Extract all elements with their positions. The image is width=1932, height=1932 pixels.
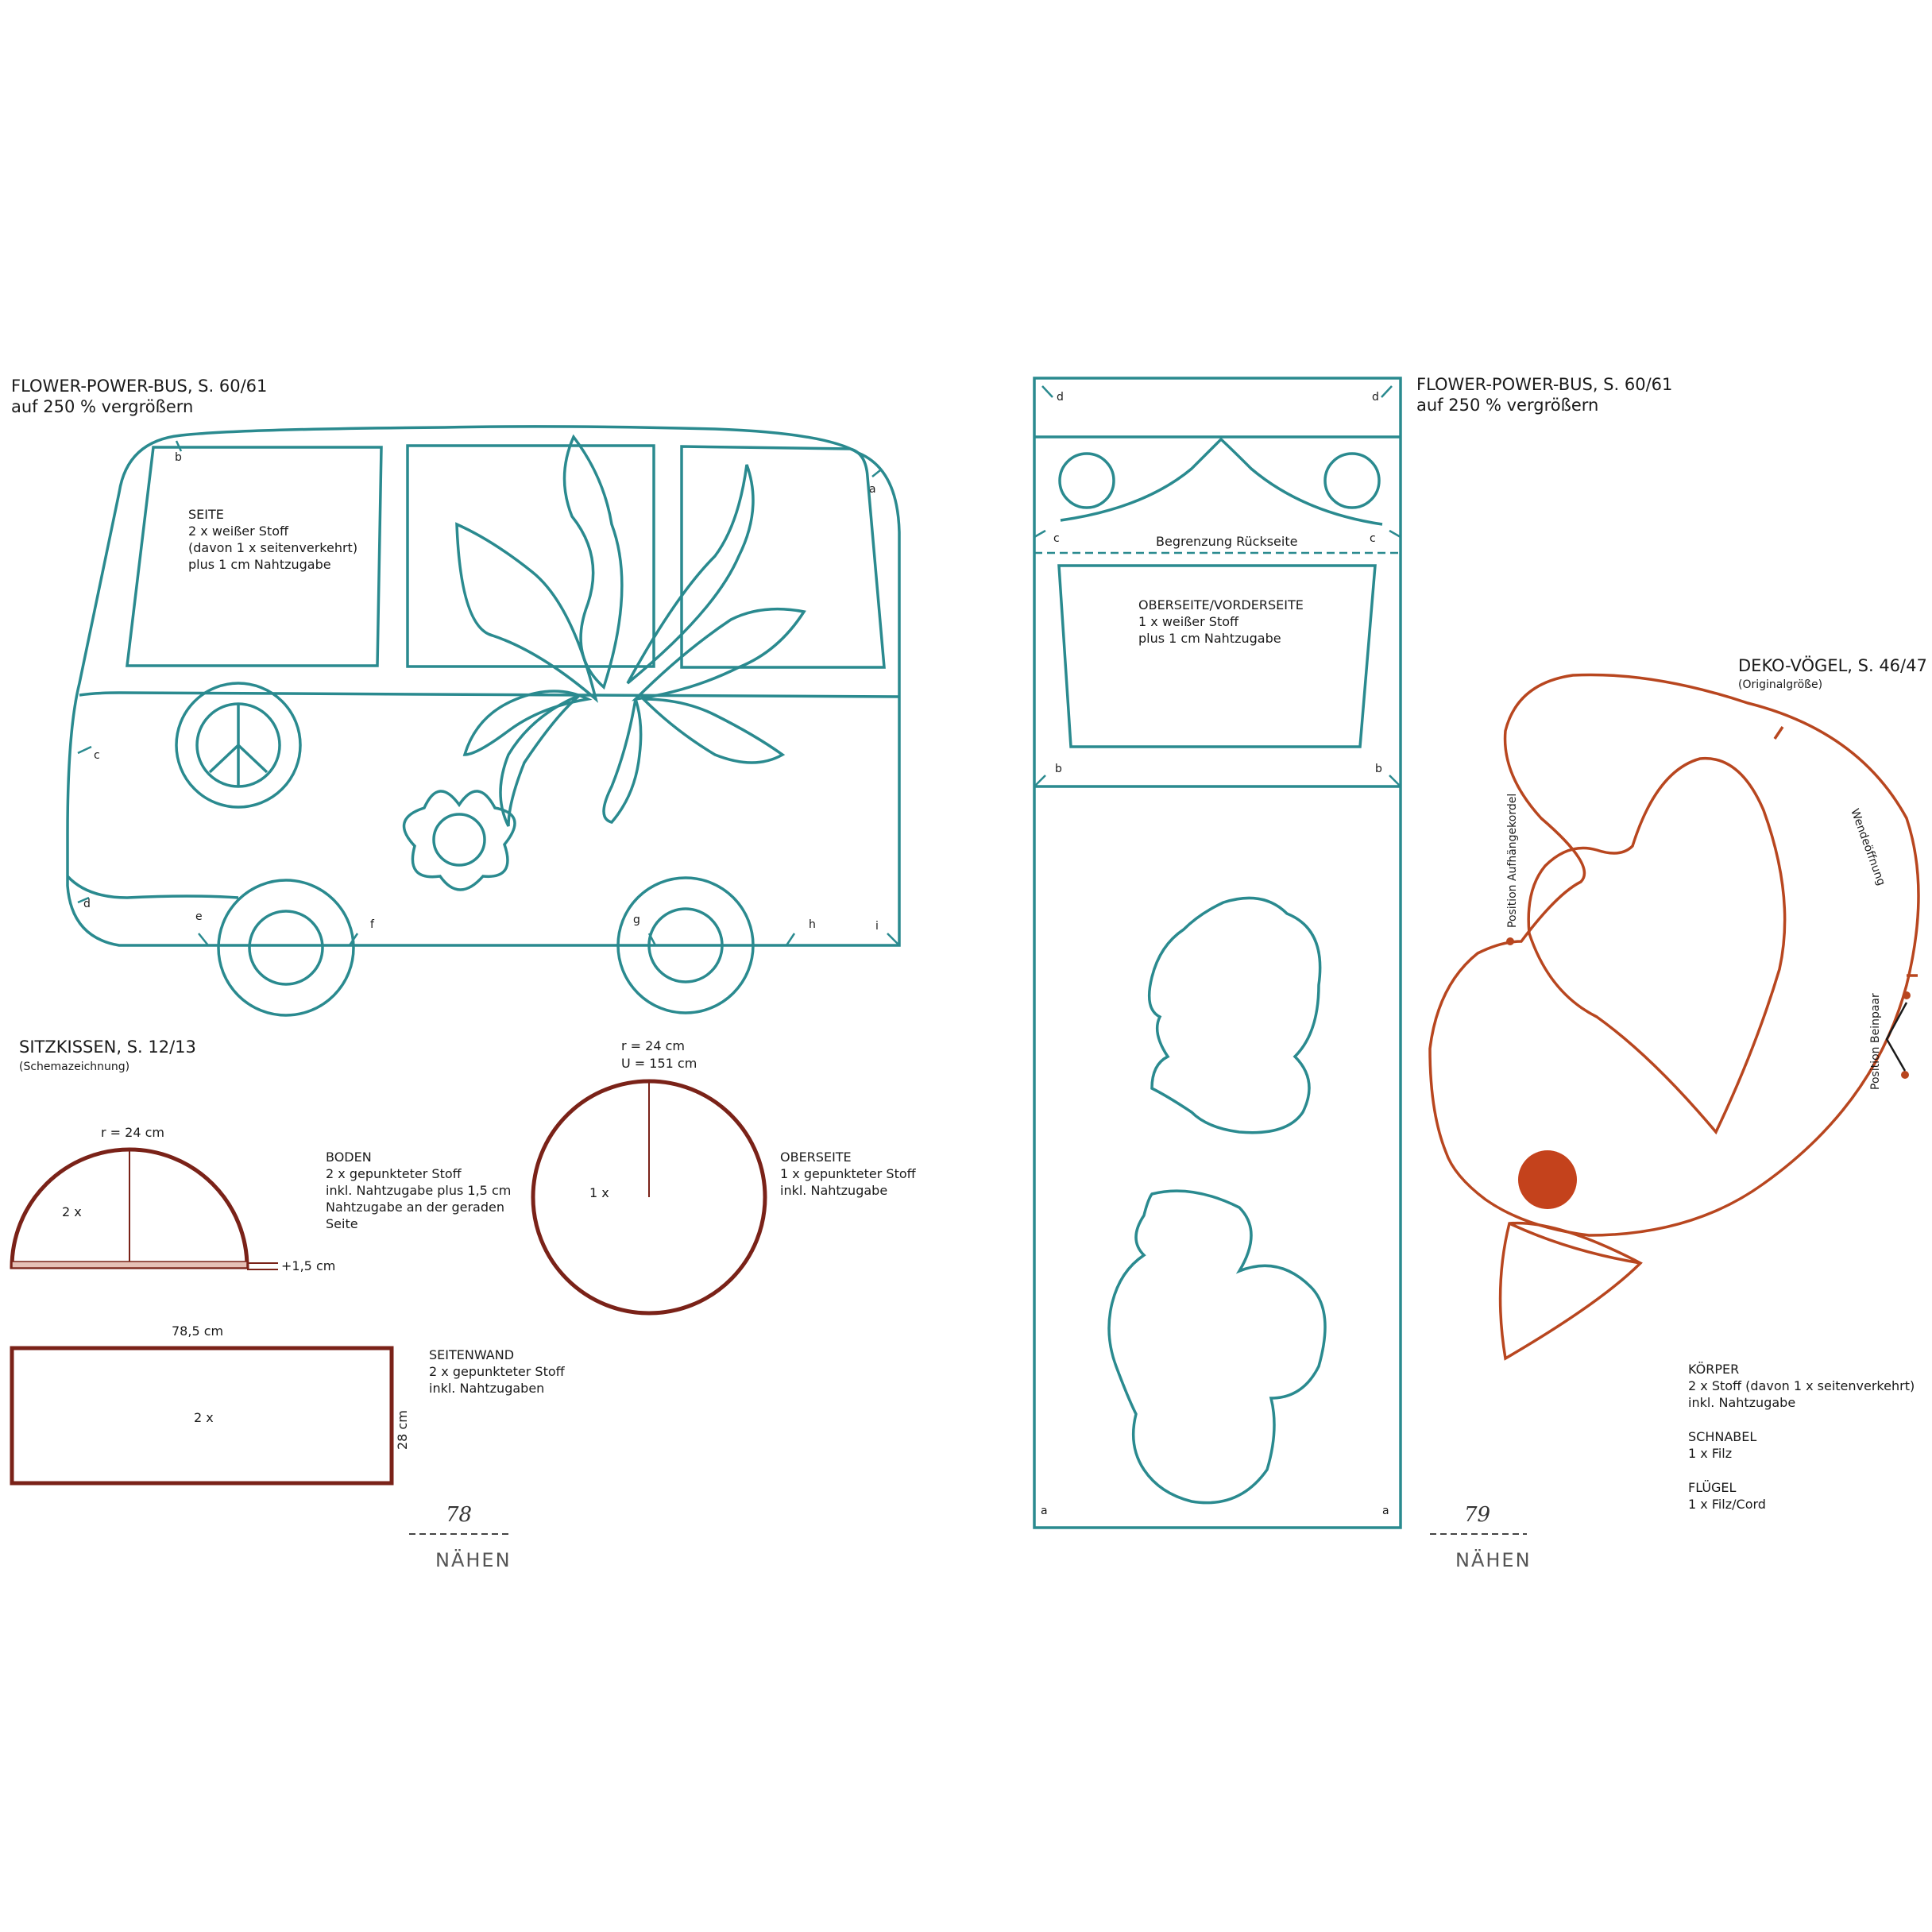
cushion-title: SITZKISSEN, S. 12/13 <box>19 1037 196 1057</box>
full-circle-pattern <box>531 1079 767 1316</box>
half-circle-pattern <box>10 1147 278 1270</box>
rect-width-label: 78,5 cm <box>172 1323 223 1339</box>
koerper-label: KÖRPER 2 x Stoff (davon 1 x seitenverkeh… <box>1688 1362 1915 1410</box>
bus-side-markers: b a c d e f g h i <box>83 451 879 933</box>
svg-text:inkl. Nahtzugabe: inkl. Nahtzugabe <box>780 1183 887 1198</box>
svg-text:FLÜGEL: FLÜGEL <box>1688 1480 1737 1495</box>
svg-text:(davon 1 x seitenverkehrt): (davon 1 x seitenverkehrt) <box>188 540 357 555</box>
svg-text:e: e <box>195 910 203 923</box>
bus-top-pattern <box>1033 377 1402 1529</box>
svg-text:2 x weißer Stoff: 2 x weißer Stoff <box>188 524 289 539</box>
window-1 <box>126 446 383 667</box>
cord-label: Position Aufhängekordel <box>1506 794 1519 928</box>
bus-top-markers: d d c c b b a a <box>1041 391 1389 1517</box>
svg-text:c: c <box>1370 532 1376 545</box>
svg-text:1 x weißer Stoff: 1 x weißer Stoff <box>1138 614 1239 629</box>
svg-text:a: a <box>869 483 876 496</box>
half-radius-label: r = 24 cm <box>101 1125 164 1140</box>
window-3 <box>680 445 886 669</box>
svg-text:b: b <box>1375 763 1382 775</box>
small-flower <box>402 790 516 891</box>
window-2 <box>406 444 655 668</box>
bus-title-right: FLOWER-POWER-BUS, S. 60/61 <box>1416 375 1672 394</box>
svg-text:a: a <box>1041 1505 1048 1517</box>
svg-text:plus 1 cm Nahtzugabe: plus 1 cm Nahtzugabe <box>188 557 331 572</box>
circle-count-label: 1 x <box>589 1185 609 1200</box>
svg-text:Nahtzugabe an der geraden: Nahtzugabe an der geraden <box>326 1200 504 1215</box>
bus-title-left: FLOWER-POWER-BUS, S. 60/61 <box>11 377 267 396</box>
svg-text:c: c <box>1053 532 1060 545</box>
bird-title: DEKO-VÖGEL, S. 46/47 <box>1738 655 1927 675</box>
bird-subtitle: (Originalgröße) <box>1738 678 1822 691</box>
svg-text:b: b <box>1055 763 1062 775</box>
wheel-front <box>217 879 355 1017</box>
hub-back <box>647 907 724 983</box>
svg-text:SEITE: SEITE <box>188 507 224 522</box>
svg-text:d: d <box>1372 391 1379 404</box>
svg-text:2 x gepunkteter Stoff: 2 x gepunkteter Stoff <box>429 1364 566 1379</box>
svg-text:b: b <box>175 451 182 464</box>
svg-text:inkl. Nahtzugabe: inkl. Nahtzugabe <box>1688 1395 1795 1410</box>
svg-text:1 x gepunkteter Stoff: 1 x gepunkteter Stoff <box>780 1166 917 1181</box>
bus-top-label: OBERSEITE/VORDERSEITE 1 x weißer Stoff p… <box>1138 597 1304 646</box>
seitenwand-label: SEITENWAND 2 x gepunkteter Stoff inkl. N… <box>429 1347 566 1396</box>
bus-subtitle-right: auf 250 % vergrößern <box>1416 396 1598 415</box>
cushion-subtitle: (Schemazeichnung) <box>19 1061 129 1073</box>
page-number-left: 78 <box>446 1503 472 1527</box>
svg-text:f: f <box>370 918 375 931</box>
svg-text:inkl. Nahtzugabe plus 1,5 cm: inkl. Nahtzugabe plus 1,5 cm <box>326 1183 511 1198</box>
bus-side-pattern <box>66 425 901 1017</box>
bus-subtitle-left: auf 250 % vergrößern <box>11 397 193 416</box>
boundary-label: Begrenzung Rückseite <box>1156 534 1297 549</box>
section-label-left: NÄHEN <box>435 1548 512 1571</box>
bus-side-label: SEITE 2 x weißer Stoff (davon 1 x seiten… <box>188 507 357 572</box>
svg-text:Seite: Seite <box>326 1216 358 1231</box>
svg-text:1 x Filz: 1 x Filz <box>1688 1446 1732 1461</box>
oberseite-label: OBERSEITE 1 x gepunkteter Stoff inkl. Na… <box>780 1150 917 1198</box>
sidewall-pattern <box>10 1346 394 1486</box>
opening-label: Wendeöffnung <box>1848 807 1888 887</box>
rect-count-label: 2 x <box>194 1410 214 1425</box>
circle-circumference-label: U = 151 cm <box>621 1056 697 1071</box>
boden-label: BODEN 2 x gepunkteter Stoff inkl. Nahtzu… <box>326 1150 511 1231</box>
svg-text:h: h <box>809 918 816 931</box>
legs-label: Position Beinpaar <box>1869 993 1882 1090</box>
bird-eye <box>1518 1150 1577 1209</box>
svg-text:KÖRPER: KÖRPER <box>1688 1362 1739 1377</box>
svg-text:d: d <box>83 898 91 910</box>
svg-text:a: a <box>1382 1505 1389 1517</box>
rect-height-label: 28 cm <box>395 1410 410 1450</box>
svg-text:inkl. Nahtzugaben: inkl. Nahtzugaben <box>429 1381 544 1396</box>
svg-text:plus 1 cm Nahtzugabe: plus 1 cm Nahtzugabe <box>1138 631 1281 646</box>
svg-text:BODEN: BODEN <box>326 1150 372 1165</box>
half-count-label: 2 x <box>62 1204 82 1219</box>
circle-radius-label: r = 24 cm <box>621 1038 685 1053</box>
fluegel-label: FLÜGEL 1 x Filz/Cord <box>1688 1480 1766 1512</box>
svg-text:c: c <box>94 749 100 762</box>
svg-text:i: i <box>875 920 879 933</box>
svg-text:OBERSEITE/VORDERSEITE: OBERSEITE/VORDERSEITE <box>1138 597 1304 612</box>
svg-text:OBERSEITE: OBERSEITE <box>780 1150 852 1165</box>
svg-text:2 x Stoff (davon 1 x seitenver: 2 x Stoff (davon 1 x seitenverkehrt) <box>1688 1378 1915 1393</box>
svg-text:g: g <box>633 914 640 926</box>
section-label-right: NÄHEN <box>1455 1548 1532 1571</box>
svg-text:2 x gepunkteter Stoff: 2 x gepunkteter Stoff <box>326 1166 462 1181</box>
big-flower <box>455 434 806 827</box>
half-extra-label: +1,5 cm <box>281 1258 335 1273</box>
svg-text:SEITENWAND: SEITENWAND <box>429 1347 514 1362</box>
bird-pattern <box>1428 673 1920 1361</box>
wheel-back <box>616 876 755 1014</box>
svg-text:d: d <box>1057 391 1064 404</box>
schnabel-label: SCHNABEL 1 x Filz <box>1688 1429 1756 1461</box>
peace-outer <box>175 682 302 809</box>
svg-text:SCHNABEL: SCHNABEL <box>1688 1429 1756 1444</box>
page-number-right: 79 <box>1464 1503 1490 1527</box>
hub-front <box>248 910 324 986</box>
svg-text:1 x Filz/Cord: 1 x Filz/Cord <box>1688 1497 1766 1512</box>
